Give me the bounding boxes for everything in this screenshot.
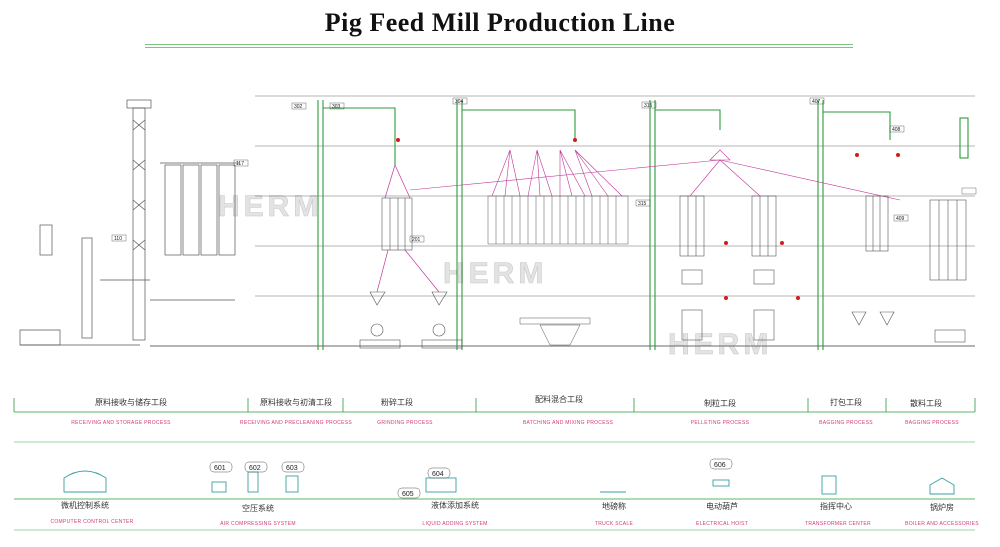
section-label-en: PELLETING PROCESS (691, 420, 750, 426)
control-center-icon (63, 470, 107, 493)
aux-number: 603 (286, 465, 298, 472)
dryer-icon (285, 475, 299, 493)
aux-label-zh: 锅炉房 (930, 502, 954, 512)
aux-label-en: AIR COMPRESSING SYSTEM (220, 521, 296, 527)
section-label-en: GRINDING PROCESS (377, 420, 433, 426)
section-label-zh: 粉碎工段 (381, 397, 413, 407)
watermark-center: HERM (443, 257, 547, 290)
aux-label-zh: 空压系统 (242, 503, 274, 513)
section-label-zh: 打包工段 (830, 397, 862, 407)
section-label-en: RECEIVING AND STORAGE PROCESS (71, 420, 171, 426)
equipment-number: 407 (812, 99, 821, 105)
aux-label-en: LIQUID ADDING SYSTEM (422, 521, 487, 527)
equipment-number: 409 (896, 216, 905, 222)
auxiliary-labels: 微机控制系统 COMPUTER CONTROL CENTER 空压系统 AIR … (50, 500, 979, 527)
title-underline-lower (145, 47, 853, 48)
transformer-icon (821, 475, 837, 495)
liquid-tank-icon (425, 477, 457, 493)
section-labels: 原料接收与储存工段 RECEIVING AND STORAGE PROCESS … (71, 394, 959, 426)
aux-label-zh: 指挥中心 (820, 501, 852, 511)
aux-label-en: TRUCK SCALE (595, 521, 634, 527)
equipment-number: 315 (644, 103, 653, 109)
motor-markers (396, 138, 900, 300)
aux-label-en: COMPUTER CONTROL CENTER (50, 519, 133, 525)
section-label-zh: 制粒工段 (704, 398, 736, 408)
aux-number: 605 (402, 491, 414, 498)
batching-bins (487, 195, 629, 346)
green-conveyor-lines (317, 100, 969, 350)
section-label-en: BATCHING AND MIXING PROCESS (523, 420, 614, 426)
aux-label-zh: 电动葫芦 (706, 501, 738, 511)
section-label-en: BAGGING PROCESS (819, 420, 873, 426)
aux-number: 606 (714, 462, 726, 469)
watermark-left: HERM (218, 190, 322, 223)
title-underline (145, 44, 853, 45)
section-label-zh: 原料接收与初清工段 (260, 397, 332, 407)
equipment-number: 315 (638, 201, 647, 207)
auxiliary-icons (63, 470, 955, 495)
aux-label-zh: 地磅称 (602, 501, 626, 511)
pelleting-bins (679, 195, 777, 341)
section-label-en: RECEIVING AND PRECLEANING PROCESS (240, 420, 353, 426)
equipment-number: 110 (114, 236, 122, 242)
aux-label-zh: 液体添加系统 (431, 500, 479, 510)
aux-number: 601 (214, 465, 226, 472)
aux-number: 604 (432, 471, 444, 478)
equipment-labels: 302 303 304 315 407 408 409 315 201 117 … (111, 97, 977, 243)
air-tank-icon (247, 471, 259, 493)
aux-label-zh: 微机控制系统 (61, 500, 109, 510)
equipment-number: 117 (236, 161, 244, 167)
section-label-zh: 散料工段 (910, 398, 942, 408)
aux-label-en: BOILER AND ACCESSORIES (905, 521, 979, 527)
compressor-icon (211, 481, 227, 493)
watermark-right: HERM (668, 328, 772, 361)
aux-label-en: ELECTRICAL HOIST (696, 521, 748, 527)
grinding-bins (359, 197, 463, 349)
page-title: Pig Feed Mill Production Line (324, 8, 676, 37)
equipment-number: 201 (412, 237, 421, 243)
equipment-number: 303 (332, 104, 341, 110)
aux-label-en: TRANSFORMER CENTER (805, 521, 871, 527)
equipment-number: 302 (294, 104, 303, 110)
auxiliary-numbers: 601 602 603 604 605 606 (209, 458, 733, 499)
auxiliary-row (14, 498, 975, 531)
batching-distribution-lines (409, 149, 901, 201)
section-label-en: BAGGING PROCESS (905, 420, 959, 426)
section-scale (13, 398, 976, 443)
grinding-feed-lines (376, 164, 440, 293)
section-label-zh: 原料接收与储存工段 (95, 397, 167, 407)
receiving-storage-area (19, 99, 240, 346)
equipment-number: 408 (892, 127, 901, 133)
bagging-bins (851, 195, 967, 343)
boiler-icon (929, 477, 955, 495)
section-label-zh: 配料混合工段 (535, 394, 583, 404)
hoist-icon (712, 479, 730, 487)
aux-number: 602 (249, 465, 261, 472)
equipment-number: 304 (455, 99, 464, 105)
